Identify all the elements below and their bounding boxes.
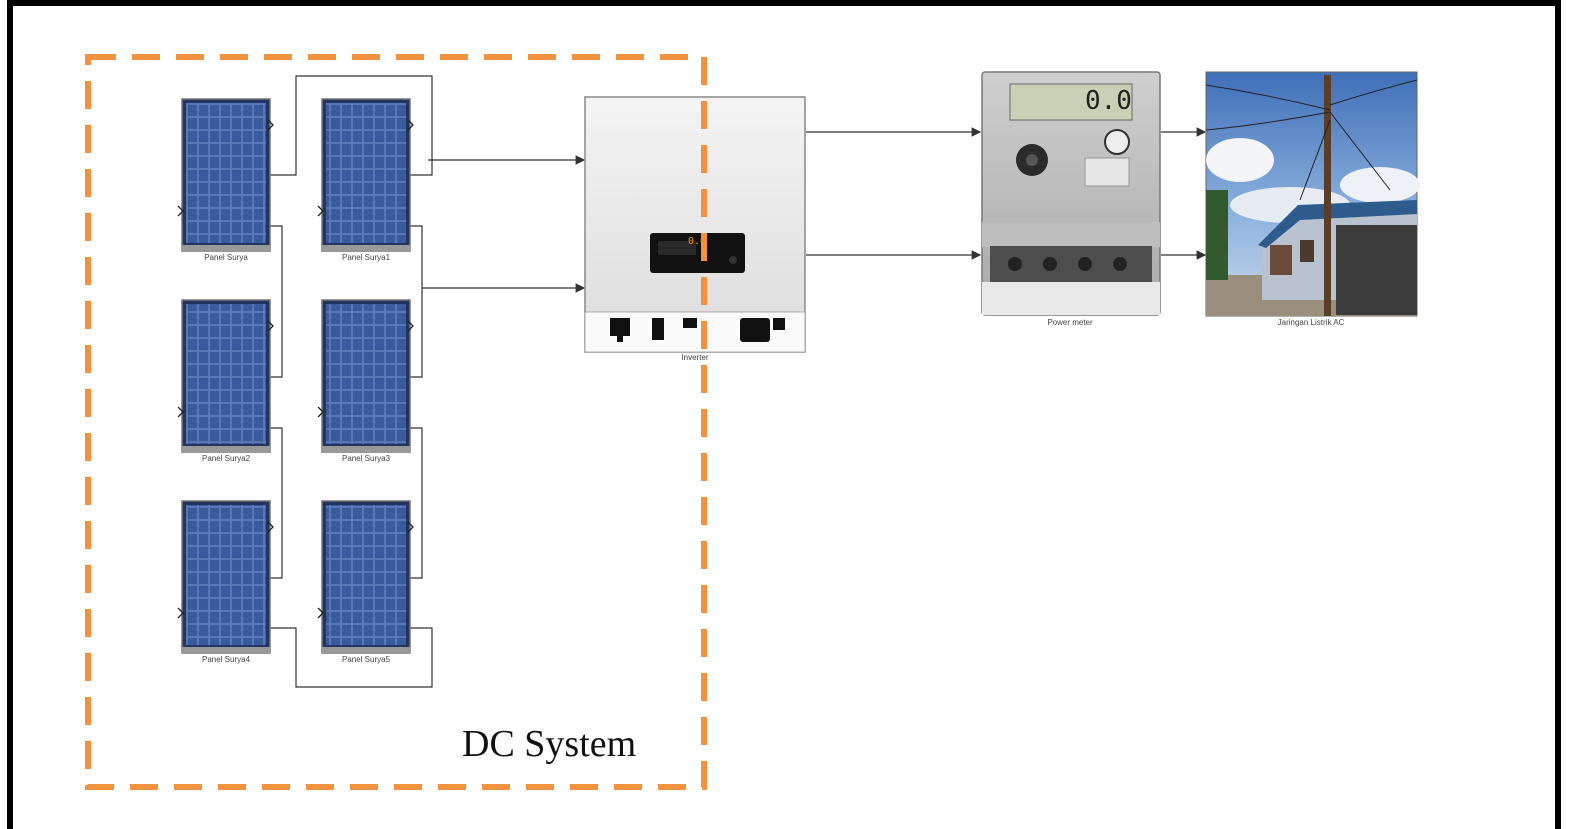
panel-caption: Panel Surya5 bbox=[341, 655, 391, 664]
utility-pole bbox=[1324, 75, 1331, 316]
panel-caption: Panel Surya1 bbox=[341, 253, 391, 262]
inverter-connector-3 bbox=[683, 318, 697, 328]
inverter-display-readout: 0.0 bbox=[688, 236, 707, 247]
ac-grid-photo bbox=[1205, 71, 1420, 317]
ac-wiring bbox=[806, 127, 1207, 260]
dc-system-boundary bbox=[85, 54, 707, 790]
inverter-connector-4 bbox=[740, 318, 770, 342]
inverter-caption: Inverter bbox=[681, 353, 709, 362]
inverter-connector-1 bbox=[610, 318, 630, 336]
solar-panel bbox=[177, 299, 274, 453]
port-arrow-icon bbox=[177, 406, 184, 418]
solar-panel bbox=[317, 500, 414, 654]
dc-wiring bbox=[270, 75, 586, 688]
meter-lcd bbox=[1009, 83, 1133, 121]
port-arrow-icon bbox=[317, 406, 324, 418]
grid-caption: Jaringan Listrik AC bbox=[1277, 318, 1345, 327]
port-arrow-icon bbox=[317, 607, 324, 619]
port-arrow-icon bbox=[177, 205, 184, 217]
panel-caption: Panel Surya4 bbox=[201, 655, 251, 664]
panel-caption: Panel Surya bbox=[204, 253, 248, 262]
port-arrow-icon bbox=[177, 607, 184, 619]
solar-panel bbox=[317, 299, 414, 453]
solar-panel bbox=[177, 98, 274, 252]
solar-panel bbox=[317, 98, 414, 252]
power-meter bbox=[981, 71, 1161, 316]
dc-system-label: DC System bbox=[462, 723, 637, 765]
port-arrow-icon bbox=[407, 119, 414, 131]
inverter bbox=[584, 96, 806, 353]
panel-caption: Panel Surya2 bbox=[201, 454, 251, 463]
meter-button bbox=[1104, 129, 1130, 155]
port-arrow-icon bbox=[407, 320, 414, 332]
power-meter-caption: Power meter bbox=[1047, 318, 1093, 327]
port-arrow-icon bbox=[267, 521, 274, 533]
outer-frame bbox=[7, 0, 1561, 829]
port-arrow-icon bbox=[267, 119, 274, 131]
port-arrow-icon bbox=[317, 205, 324, 217]
panel-caption: Panel Surya3 bbox=[341, 454, 391, 463]
inverter-connector-2 bbox=[652, 318, 664, 340]
meter-lcd-readout: 0.0 bbox=[1085, 86, 1132, 116]
solar-panel bbox=[177, 500, 274, 654]
port-arrow-icon bbox=[407, 521, 414, 533]
port-arrow-icon bbox=[267, 320, 274, 332]
